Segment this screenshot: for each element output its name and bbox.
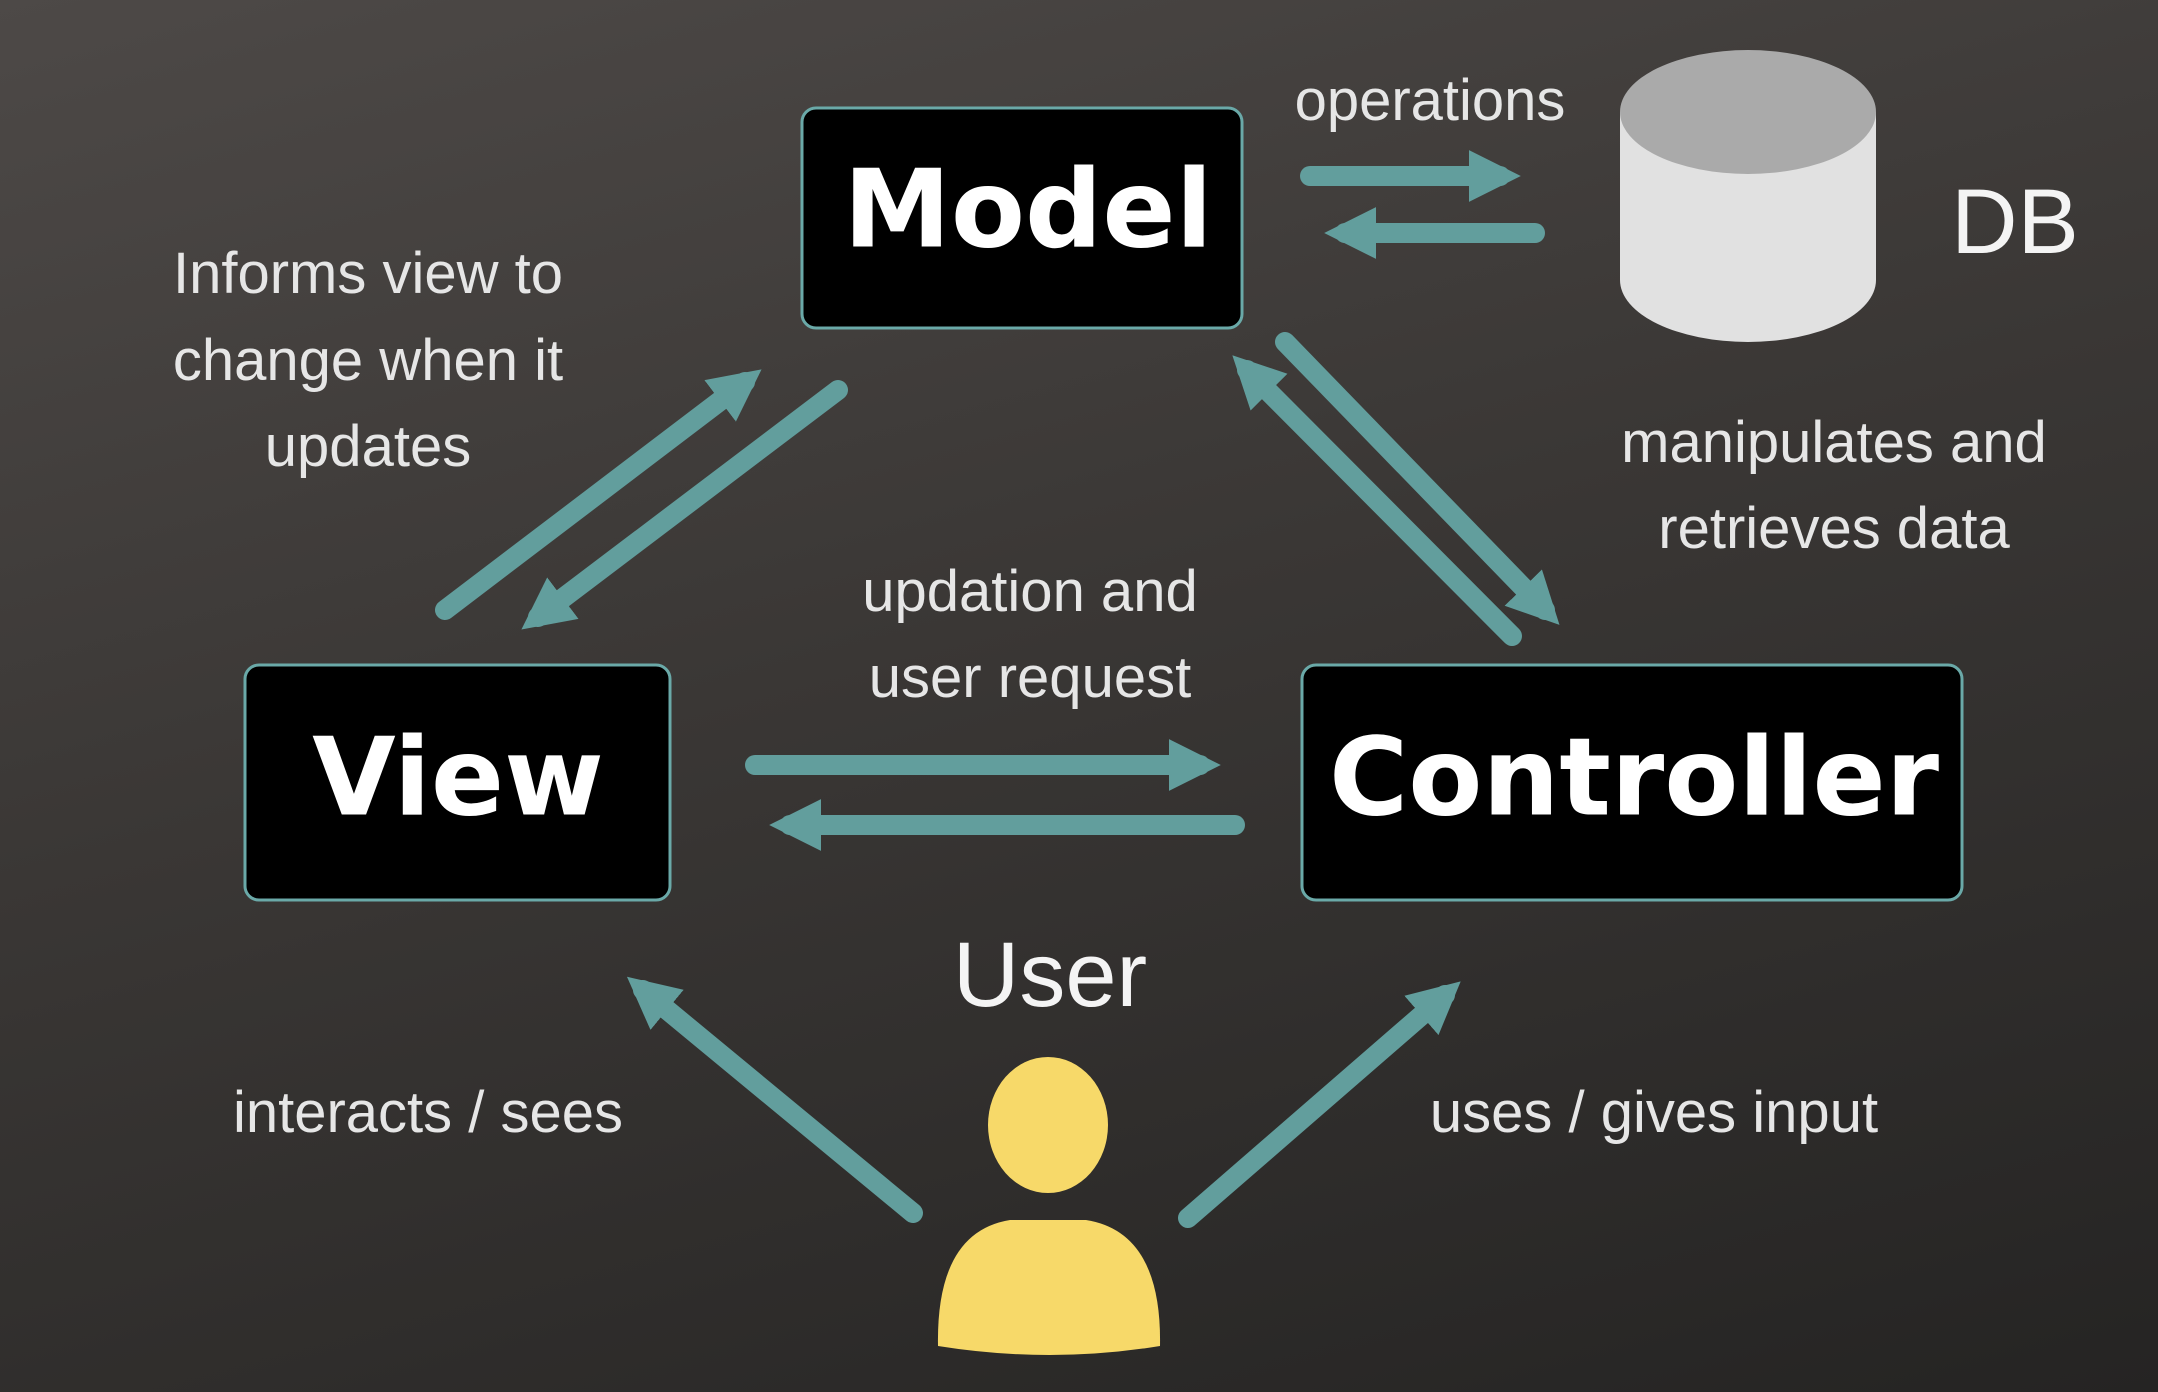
db-label: DB <box>1951 171 2079 273</box>
arrow-model-to-view <box>521 380 848 630</box>
model-box <box>800 106 1244 330</box>
model-label: Model <box>843 148 1212 273</box>
controller-node: Controller <box>1300 663 1964 902</box>
user-icon <box>937 1057 1161 1355</box>
edge-label-informs-line-2: change when it <box>173 328 563 393</box>
edge-label-informs-line-3: updates <box>265 414 471 479</box>
edge-label-updation-line-1: updation and <box>862 559 1197 624</box>
edge-label-manipulates-line-1: manipulates and <box>1621 410 2047 475</box>
view-node: View <box>243 663 672 902</box>
edge-label-manipulates-line-2: retrieves data <box>1658 496 2010 561</box>
edge-label-operations: operations <box>1295 68 1566 133</box>
view-box <box>243 663 672 902</box>
edge-label-uses: uses / gives input <box>1430 1080 1878 1145</box>
user-label: User <box>953 924 1147 1026</box>
controller-label: Controller <box>1329 716 1939 841</box>
arrow-controller-to-model <box>1232 355 1522 646</box>
model-node: Model <box>800 106 1244 330</box>
edge-label-updation-line-2: user request <box>869 645 1191 710</box>
controller-box <box>1300 663 1964 902</box>
arrow-view-to-model <box>435 369 762 620</box>
edge-label-interacts: interacts / sees <box>233 1080 623 1145</box>
arrow-model-to-controller <box>1275 332 1560 625</box>
view-label: View <box>312 716 604 841</box>
database-cylinder-icon <box>1620 50 1876 342</box>
arrow-user-to-controller <box>1178 981 1461 1228</box>
edge-label-informs-line-1: Informs view to <box>173 241 563 306</box>
arrow-user-to-view <box>626 976 923 1223</box>
